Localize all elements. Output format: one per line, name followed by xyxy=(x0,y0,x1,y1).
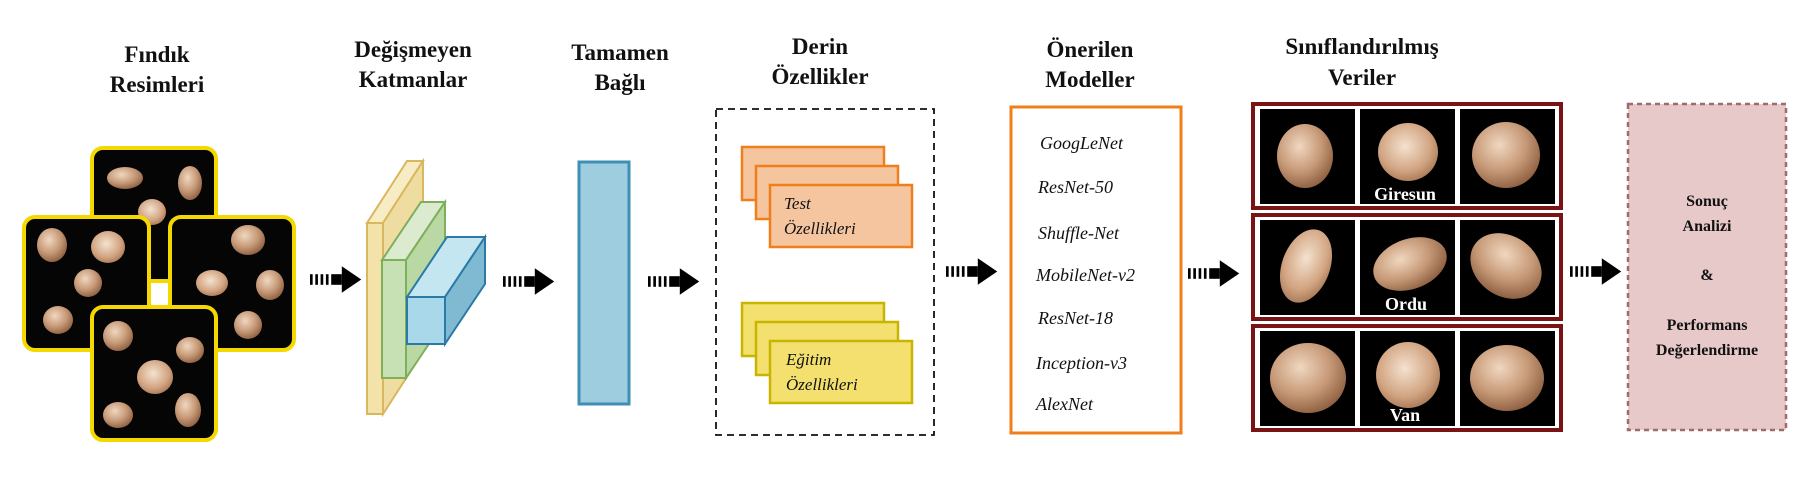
dashed-arrow-icon xyxy=(1188,260,1240,287)
header-deep-line2: Özellikler xyxy=(771,64,868,89)
model-shuffle-net: Shuffle-Net xyxy=(1038,223,1120,243)
hazelnut-image-bottom xyxy=(90,305,218,442)
result-line-2: Analizi xyxy=(1683,218,1732,235)
class-label-ordu: Ordu xyxy=(1385,294,1427,314)
train-features-card xyxy=(768,339,914,405)
dashed-arrow-icon xyxy=(503,268,555,295)
proposed-models-box xyxy=(1009,105,1183,435)
test-features-line2: Özellikleri xyxy=(784,219,856,238)
model-mobilenet-v2: MobileNet-v2 xyxy=(1035,265,1135,285)
model-resnet-50: ResNet-50 xyxy=(1037,177,1113,197)
header-fully-line1: Tamamen xyxy=(571,40,669,65)
classified-row-ordu: Ordu xyxy=(1251,213,1563,321)
dashed-arrow-icon xyxy=(310,266,362,293)
header-classified-line1: Sınıflandırılmış xyxy=(1285,34,1438,59)
header-invariant-line2: Katmanlar xyxy=(359,67,468,92)
test-features-card xyxy=(768,183,914,249)
result-line-3: Performans xyxy=(1667,317,1748,334)
model-googlenet: GoogLeNet xyxy=(1040,133,1124,153)
header-invariant-line1: Değişmeyen xyxy=(354,37,472,62)
header-deep-line1: Derin xyxy=(792,34,848,59)
header-classified-line2: Veriler xyxy=(1328,65,1396,90)
train-features-line1: Eğitim xyxy=(785,350,831,369)
class-label-giresun: Giresun xyxy=(1374,184,1436,204)
train-features-stack: Eğitim Özellikleri xyxy=(740,301,914,405)
result-line-1: Sonuç xyxy=(1686,193,1728,210)
hazelnut-images-collage xyxy=(22,146,296,442)
deep-features-box xyxy=(715,108,935,436)
header-fully-line2: Bağlı xyxy=(594,70,646,95)
dashed-arrow-icon xyxy=(1570,258,1622,285)
test-features-line1: Test xyxy=(784,194,812,213)
header-images-line2: Resimleri xyxy=(110,72,205,97)
cnn-layer-blue xyxy=(405,233,487,348)
class-label-van: Van xyxy=(1390,405,1420,425)
header-proposed-line1: Önerilen xyxy=(1047,37,1134,62)
fully-connected-layer xyxy=(577,160,631,406)
header-proposed-line2: Modeller xyxy=(1045,67,1134,92)
header-images-line1: Fındık xyxy=(124,42,189,67)
train-features-line2: Özellikleri xyxy=(786,375,858,394)
hazelnut-image-right xyxy=(168,215,296,352)
model-resnet-18: ResNet-18 xyxy=(1037,308,1113,328)
classified-row-giresun: Giresun xyxy=(1251,102,1563,210)
invariant-layers-block xyxy=(365,157,487,418)
result-ampersand: & xyxy=(1700,267,1713,284)
result-line-4: Değerlendirme xyxy=(1656,342,1758,359)
result-analysis-box xyxy=(1626,102,1788,432)
test-features-stack: Test Özellikleri xyxy=(740,145,914,249)
dashed-arrow-icon xyxy=(648,268,700,295)
dashed-arrow-icon xyxy=(946,258,998,285)
classified-row-van: Van xyxy=(1251,324,1563,432)
model-inception-v3: Inception-v3 xyxy=(1035,353,1127,373)
model-alexnet: AlexNet xyxy=(1035,394,1094,414)
